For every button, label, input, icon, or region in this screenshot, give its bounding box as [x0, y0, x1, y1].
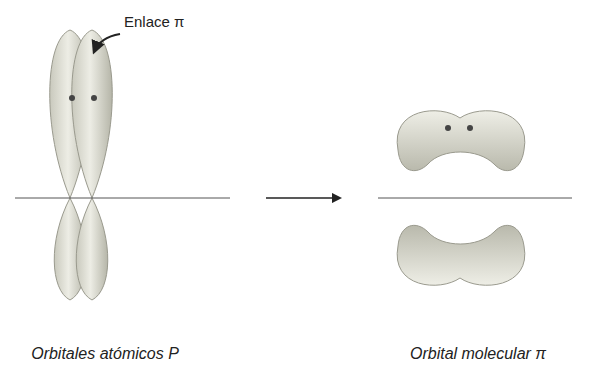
- pi-lobe: [397, 111, 525, 171]
- caption-label: Orbitales atómicos P: [31, 344, 179, 363]
- electron-dot: [91, 95, 97, 101]
- leader-arrow: [94, 34, 120, 52]
- reaction-arrow: [266, 197, 340, 199]
- nodal-plane: [378, 198, 572, 199]
- electron-dot: [69, 95, 75, 101]
- p-orbital: [72, 30, 113, 300]
- callout-label: Enlace π: [124, 13, 184, 31]
- caption-label: Orbital molecular π: [410, 344, 546, 363]
- electron-dot: [445, 125, 451, 131]
- pi-lobe: [397, 225, 525, 285]
- nodal-plane: [15, 198, 230, 199]
- electron-dot: [467, 125, 473, 131]
